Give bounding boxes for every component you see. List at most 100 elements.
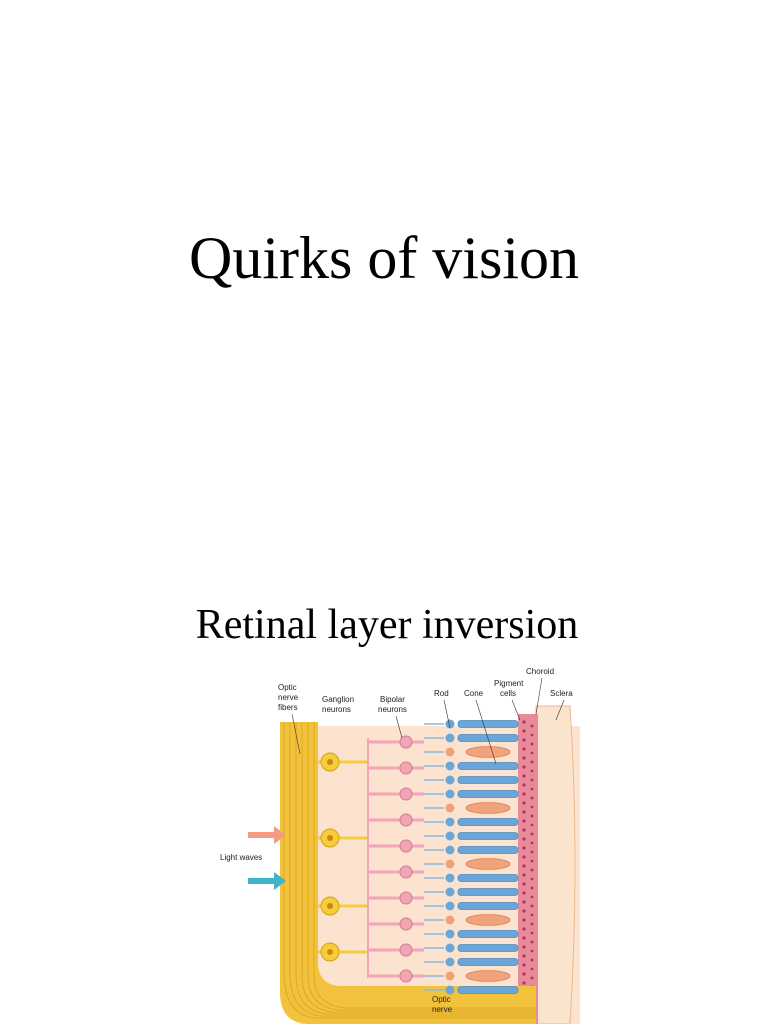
ganglion-nucleus <box>327 903 333 909</box>
pigment-dot <box>530 931 534 935</box>
pigment-dot <box>530 868 534 872</box>
nerve-fiber-line <box>301 722 536 1013</box>
pigment-dot <box>522 936 526 940</box>
cone-nucleus <box>445 915 455 925</box>
pigment-dot <box>522 873 526 877</box>
rod-cell <box>457 888 519 896</box>
svg-text:Pigment: Pigment <box>494 679 524 688</box>
cone-nucleus <box>445 971 455 981</box>
rod-cell <box>457 832 519 840</box>
cone-cell <box>465 802 511 814</box>
ganglion-nucleus <box>327 949 333 955</box>
svg-text:nerve: nerve <box>432 1005 453 1014</box>
pigment-dot <box>522 954 526 958</box>
label-sclera: Sclera <box>550 689 573 698</box>
pigment-dot <box>522 855 526 859</box>
bipolar-cell <box>399 813 413 827</box>
rod-cell <box>457 902 519 910</box>
pigment-dot <box>522 900 526 904</box>
rod-nucleus <box>445 775 455 785</box>
bipolar-cell <box>399 865 413 879</box>
slide-title: Quirks of vision <box>189 225 579 291</box>
pigment-dot <box>530 724 534 728</box>
pigment-dot <box>522 837 526 841</box>
pigment-dot <box>522 918 526 922</box>
pigment-dot <box>530 796 534 800</box>
nerve-fiber-lines <box>283 722 536 1019</box>
rod-nucleus <box>445 873 455 883</box>
pigment-dot <box>522 801 526 805</box>
pigment-dot <box>522 891 526 895</box>
bipolar-cell <box>399 761 413 775</box>
pigment-dot <box>530 832 534 836</box>
cone-cell <box>465 970 511 982</box>
svg-text:cells: cells <box>500 689 516 698</box>
rod-cell <box>457 986 519 994</box>
cone-cell <box>465 858 511 870</box>
label-ganglion-neurons: Ganglion neurons <box>322 695 354 714</box>
pigment-dot <box>522 963 526 967</box>
pigment-dot <box>530 904 534 908</box>
rod-cell <box>457 958 519 966</box>
retina-diagram: Light waves Optic nerve fibers Ganglion … <box>218 662 590 1024</box>
cone-cell <box>465 914 511 926</box>
pigment-dot <box>522 972 526 976</box>
bipolar-layer <box>367 735 424 983</box>
pigment-dot <box>522 819 526 823</box>
pigment-dot <box>530 967 534 971</box>
pigment-dot <box>530 742 534 746</box>
rod-nucleus <box>445 719 455 729</box>
photoreceptor-layer <box>424 719 519 995</box>
pigment-dot <box>522 792 526 796</box>
pigment-dot <box>522 729 526 733</box>
ganglion-layer <box>318 752 368 962</box>
pigment-dot <box>530 850 534 854</box>
cone-nucleus <box>445 859 455 869</box>
pigment-dot <box>530 886 534 890</box>
ganglion-nucleus <box>327 835 333 841</box>
rod-nucleus <box>445 733 455 743</box>
rod-cell <box>457 818 519 826</box>
svg-text:neurons: neurons <box>378 705 407 714</box>
rod-cell <box>457 944 519 952</box>
cone-nucleus <box>445 747 455 757</box>
bipolar-cell <box>399 917 413 931</box>
pigment-dot <box>522 720 526 724</box>
rod-nucleus <box>445 887 455 897</box>
rod-nucleus <box>445 943 455 953</box>
pigment-dot <box>530 787 534 791</box>
rod-nucleus <box>445 901 455 911</box>
rod-nucleus <box>445 831 455 841</box>
pigment-dot <box>530 823 534 827</box>
nerve-fiber-line <box>295 722 536 1015</box>
pigment-dot <box>530 976 534 980</box>
label-optic-nerve-fibers: Optic nerve fibers <box>278 683 299 712</box>
rod-cell <box>457 874 519 882</box>
svg-text:Optic: Optic <box>278 683 297 692</box>
label-choroid: Choroid <box>526 667 554 676</box>
pigment-dot <box>530 940 534 944</box>
label-pigment-cells: Pigment cells <box>494 679 524 698</box>
rod-nucleus <box>445 761 455 771</box>
svg-text:Ganglion: Ganglion <box>322 695 354 704</box>
choroid-layer <box>518 714 538 1024</box>
nerve-fiber-line <box>313 722 536 1009</box>
bipolar-cell <box>399 839 413 853</box>
pigment-dot <box>522 747 526 751</box>
slide-subtitle: Retinal layer inversion <box>195 602 579 648</box>
svg-text:Optic: Optic <box>432 995 451 1004</box>
light-arrow-top <box>248 826 286 844</box>
bipolar-cell <box>399 969 413 983</box>
pigment-dot <box>530 922 534 926</box>
rod-nucleus <box>445 957 455 967</box>
pigment-dot <box>522 882 526 886</box>
pigment-dot <box>530 841 534 845</box>
nerve-fiber-line <box>283 722 536 1019</box>
pigment-dot <box>522 783 526 787</box>
pigment-dot <box>530 895 534 899</box>
pigment-dot <box>522 828 526 832</box>
bipolar-cell <box>399 891 413 905</box>
label-rod: Rod <box>434 689 449 698</box>
rod-cell <box>457 762 519 770</box>
svg-text:neurons: neurons <box>322 705 351 714</box>
